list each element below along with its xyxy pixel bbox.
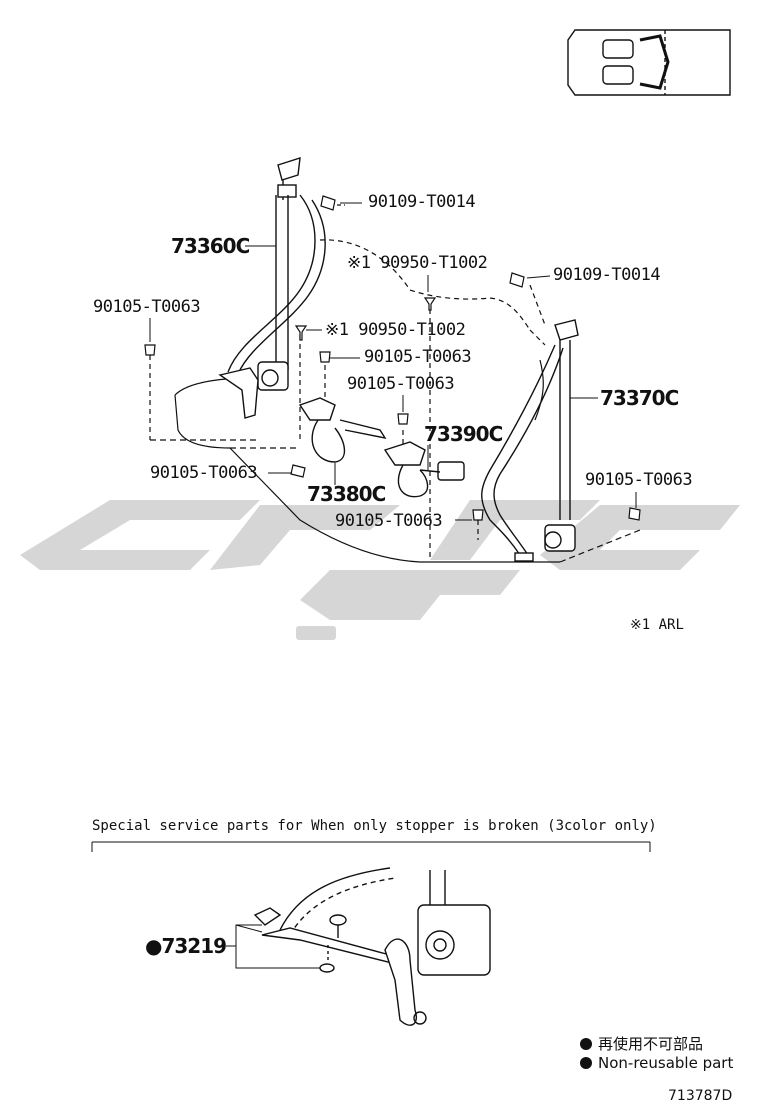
right-seat-belt-assembly xyxy=(481,319,579,562)
part-label-90105-bottom: 90105-T0063 xyxy=(335,511,443,531)
part-label-90105-lowleft: 90105-T0063 xyxy=(150,463,258,483)
part-label-90109-right: 90109-T0014 xyxy=(553,265,661,285)
drawing-code: 713787D xyxy=(668,1088,733,1104)
special-service-caption: Special service parts for When only stop… xyxy=(92,818,657,834)
non-reusable-dot-icon xyxy=(580,1057,592,1069)
part-label-90105-left: 90105-T0063 xyxy=(93,297,201,317)
legend-jp-text: 再使用不可部品 xyxy=(598,1035,704,1053)
detail-bracket-lines xyxy=(226,924,320,969)
part-label-73360C: 73360C xyxy=(171,234,250,258)
bolt-icons xyxy=(144,195,641,521)
legend-en-text: Non-reusable part xyxy=(598,1054,734,1072)
part-label-90105-right: 90105-T0063 xyxy=(585,470,693,490)
arl-footnote: ※1 ARL xyxy=(630,617,684,633)
part-label-73219: ●73219 xyxy=(145,934,227,958)
stopper-detail-drawing xyxy=(253,867,491,1026)
part-label-73380C: 73380C xyxy=(307,482,386,506)
non-reusable-dot-icon xyxy=(580,1037,592,1050)
legend-en: Non-reusable part xyxy=(580,1054,733,1072)
legend-jp: 再使用不可部品 xyxy=(580,1033,703,1054)
part-label-73370C: 73370C xyxy=(600,386,679,410)
part-label-90105-mid1: 90105-T0063 xyxy=(364,347,472,367)
center-buckle-assemblies xyxy=(298,397,465,498)
part-label-90105-mid2: 90105-T0063 xyxy=(347,374,455,394)
watermark-logo xyxy=(20,500,740,640)
part-label-90109-top: 90109-T0014 xyxy=(368,192,476,212)
left-seat-belt-assembly xyxy=(218,157,326,419)
seat-outline xyxy=(149,204,641,563)
vehicle-locator-icon xyxy=(567,29,731,96)
part-label-90950-a: ※1 90950-T1002 xyxy=(347,253,488,273)
special-service-bracket xyxy=(91,841,651,852)
part-label-73390C: 73390C xyxy=(424,422,503,446)
leader-lines xyxy=(149,202,637,521)
part-label-90950-b: ※1 90950-T1002 xyxy=(325,320,466,340)
